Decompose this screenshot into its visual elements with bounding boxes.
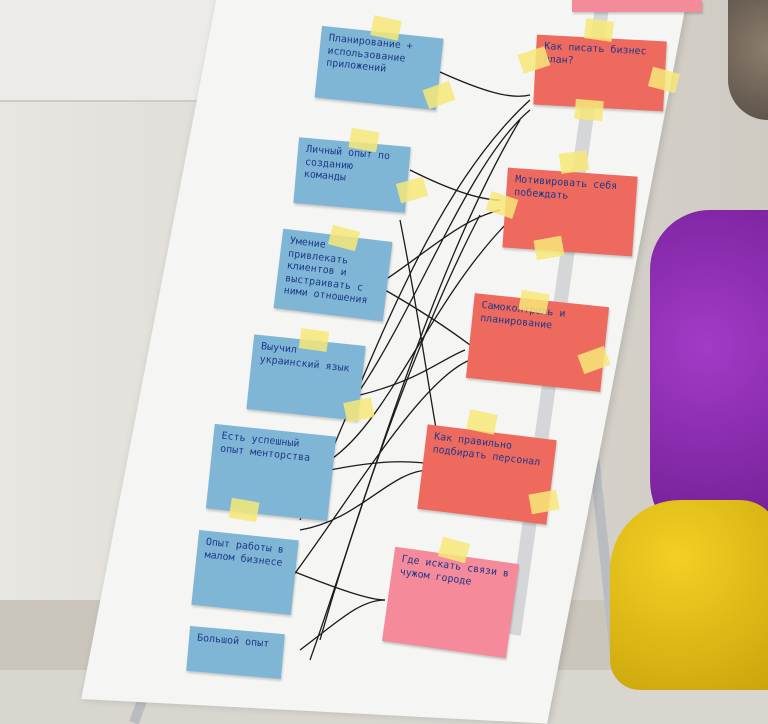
tape-strip	[298, 328, 330, 352]
sticky-note-text: Как правильно подбирать персонал	[432, 431, 541, 468]
sticky-note-right-5: Где искать связи в чужом городе	[381, 546, 520, 659]
sticky-note-left-2: Личный опыт по созданию команды	[293, 137, 411, 213]
sticky-note-text: Планирование + использование приложений	[325, 32, 414, 75]
sticky-note-text: Мотивировать себя побеждать	[513, 174, 618, 202]
tape-strip	[583, 18, 615, 42]
sticky-note-top-partial	[572, 0, 702, 12]
sticky-note-right-1: Как писать бизнес план?	[533, 34, 667, 112]
tape-strip	[574, 98, 604, 122]
tape-strip	[558, 150, 590, 174]
sticky-note-text: Как писать бизнес план?	[543, 41, 647, 67]
sticky-note-left-7: Большой опыт	[186, 625, 285, 680]
sticky-note-right-2: Мотивировать себя побеждать	[502, 167, 638, 257]
purple-beanbag	[650, 210, 768, 550]
sticky-note-text: Большой опыт	[196, 632, 270, 650]
sticky-note-text: Личный опыт по созданию команды	[303, 143, 391, 184]
sticky-note-left-6: Опыт работы в малом бизнесе	[191, 529, 299, 616]
yellow-beanbag	[610, 500, 768, 690]
sticky-note-text: Опыт работы в малом бизнесе	[204, 536, 285, 569]
person-partial	[728, 0, 768, 120]
sticky-note-left-5: Есть успешный опыт менторства	[205, 423, 337, 522]
sticky-note-text: Есть успешный опыт менторства	[219, 430, 311, 464]
